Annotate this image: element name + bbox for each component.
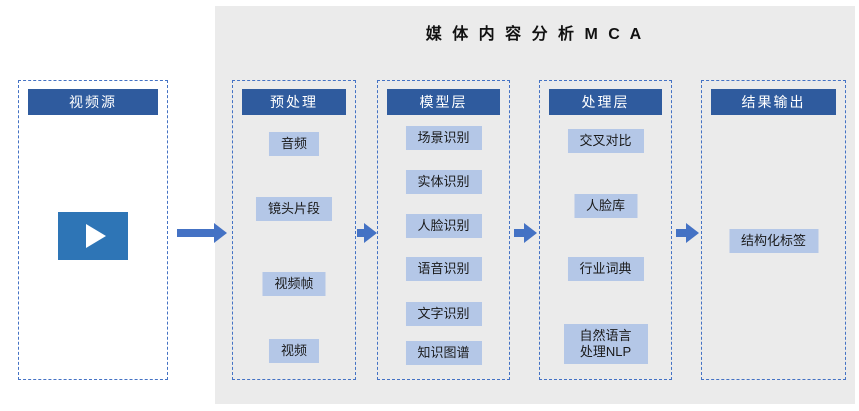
arrow-shaft (676, 229, 686, 237)
column-header-result-output: 结果输出 (711, 89, 836, 115)
item-video-frames: 视频帧 (262, 272, 326, 296)
item-face-database: 人脸库 (573, 194, 638, 218)
arrow-shaft (177, 229, 214, 237)
play-icon (58, 212, 128, 260)
item-video: 视频 (268, 339, 320, 363)
arrow-right-icon (676, 223, 699, 243)
item-scene-recognition: 场景识别 (405, 126, 482, 150)
item-shot-segments: 镜头片段 (255, 197, 333, 221)
column-header-processing-layer: 处理层 (549, 89, 662, 115)
arrow-head (364, 223, 377, 243)
item-text-recognition: 文字识别 (405, 302, 482, 326)
column-processing-layer: 处理层 交叉对比 人脸库 行业词典 自然语言处理NLP (539, 80, 672, 380)
arrow-head (524, 223, 537, 243)
diagram-title: 媒 体 内 容 分 析 M C A (425, 26, 645, 43)
arrow-right-icon (177, 223, 227, 243)
arrow-head (214, 223, 227, 243)
item-speech-recognition: 语音识别 (405, 257, 482, 281)
item-audio: 音频 (268, 132, 320, 156)
column-model-layer: 模型层 场景识别 实体识别 人脸识别 语音识别 文字识别 知识图谱 (377, 80, 510, 380)
column-header-video-source: 视频源 (28, 89, 158, 115)
column-result-output: 结果输出 结构化标签 (701, 80, 846, 380)
arrow-shaft (514, 229, 524, 237)
arrow-head (686, 223, 699, 243)
column-header-model-layer: 模型层 (387, 89, 500, 115)
arrow-shaft (357, 229, 364, 237)
play-triangle-icon (86, 224, 106, 248)
column-header-preprocessing: 预处理 (242, 89, 346, 115)
item-knowledge-graph: 知识图谱 (405, 341, 482, 365)
column-video-source: 视频源 (18, 80, 168, 380)
arrow-right-icon (514, 223, 537, 243)
arrow-right-icon (357, 223, 377, 243)
item-cross-comparison: 交叉对比 (567, 129, 644, 153)
item-face-recognition: 人脸识别 (405, 214, 482, 238)
item-structured-tags: 结构化标签 (728, 229, 819, 253)
column-preprocessing: 预处理 音频 镜头片段 视频帧 视频 (232, 80, 356, 380)
item-entity-recognition: 实体识别 (405, 170, 482, 194)
item-nlp: 自然语言处理NLP (563, 324, 648, 364)
item-industry-dictionary: 行业词典 (567, 257, 644, 281)
